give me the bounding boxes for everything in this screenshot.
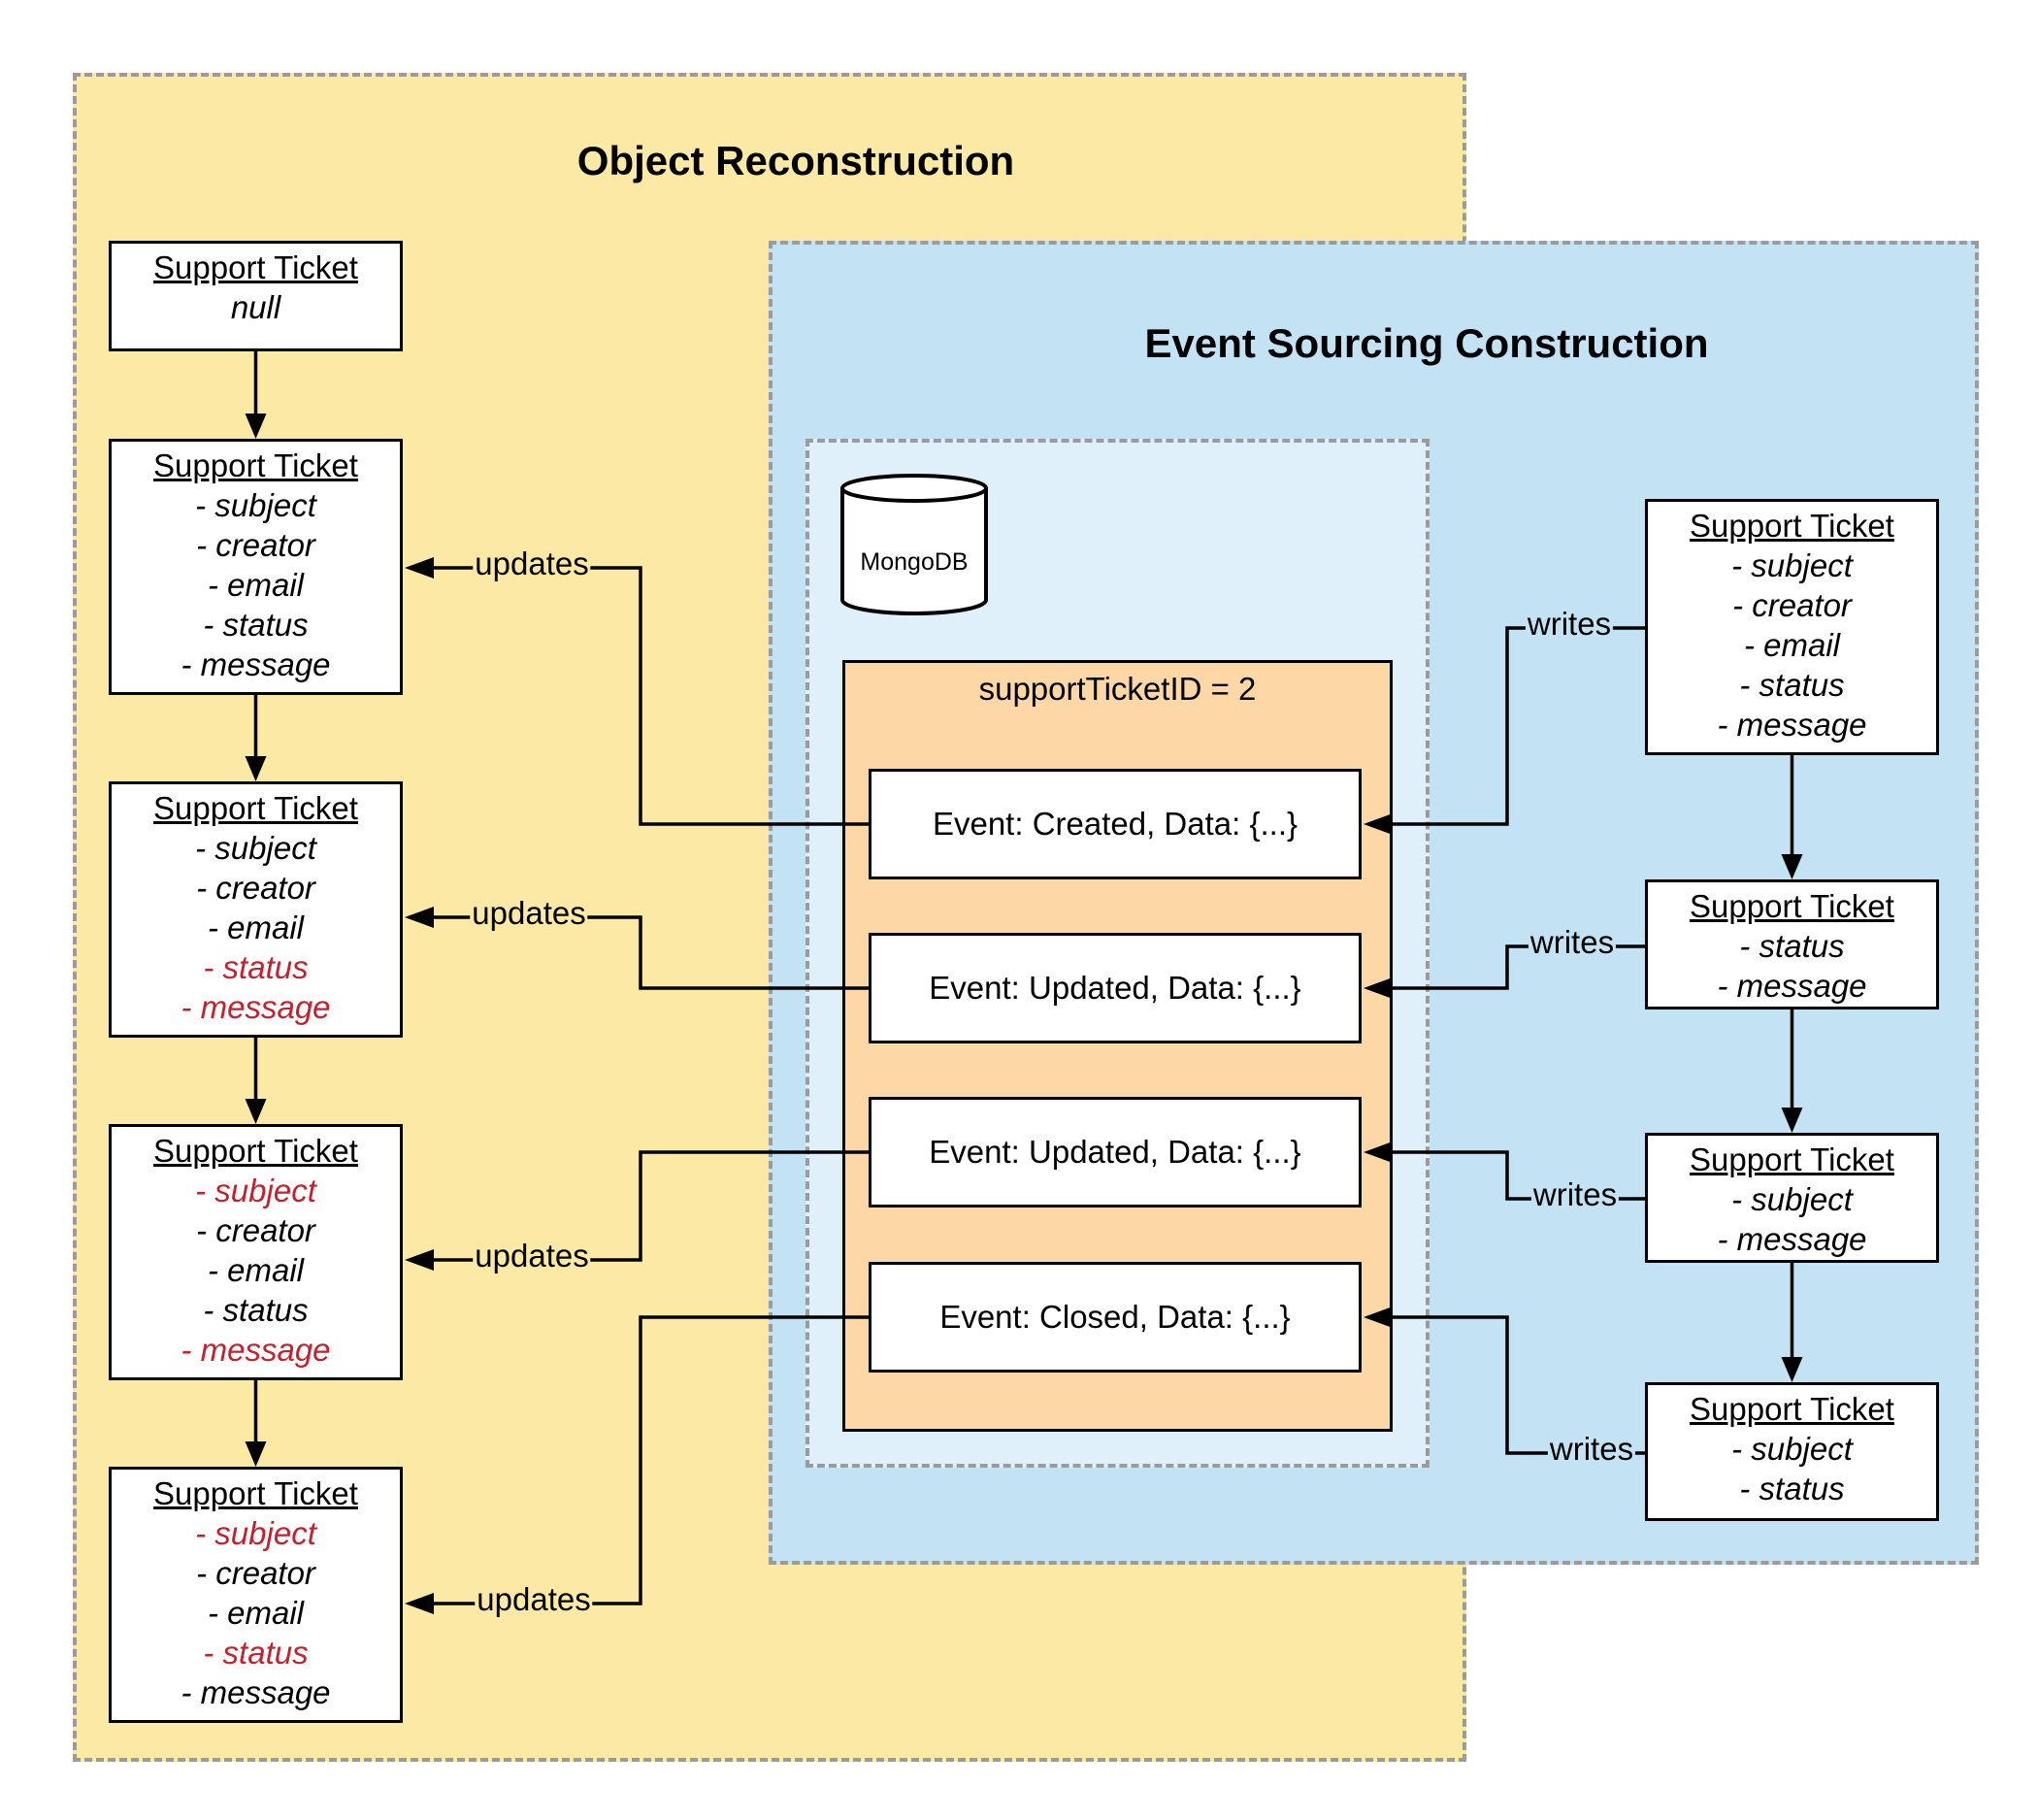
writes-arrowhead [1364,813,1393,835]
connector-label-text: writes [1530,1176,1620,1212]
ticket-field: - subject [195,487,316,523]
mongodb-label: MongoDB [860,548,969,576]
ticket-title: Support Ticket [1690,508,1894,544]
flow-arrowhead [1781,854,1803,879]
updates-connector [430,1315,869,1605]
connector-label-text: updates [470,895,588,931]
event-box: Event: Closed, Data: {...} [869,1262,1362,1373]
updates-connector [430,566,869,826]
right-ticket-box: Support Ticket - subject - status [1645,1382,1939,1521]
left-ticket-box: Support Ticket null [109,241,403,351]
ticket-field: - status [1739,1471,1845,1506]
ticket-field: - email [207,910,305,945]
connector-label-text: updates [473,1238,591,1274]
ticket-field: - subject [1731,1181,1853,1217]
left-ticket-box: Support Ticket - subject - creator - email -… [109,1467,403,1723]
event-box: Event: Updated, Data: {...} [869,1097,1362,1208]
ticket-field: - creator [196,870,315,906]
ticket-field: - status [203,1292,309,1328]
ticket-field: - status [203,607,309,643]
ticket-field: - email [1743,627,1841,663]
updates-arrowhead [405,907,434,928]
event-sourcing-title: Event Sourcing Construction [1144,320,1709,366]
event-box: Event: Created, Data: {...} [869,769,1362,879]
ticket-title: Support Ticket [1690,888,1894,924]
ticket-field: null [230,289,281,325]
writes-arrowhead [1364,977,1393,999]
updates-arrowhead [405,557,434,579]
ticket-field: - message [181,646,331,682]
connector-label: writes [1530,1176,1620,1213]
left-ticket-box: Support Ticket - subject - creator - email -… [109,439,403,695]
ticket-title: Support Ticket [153,249,358,285]
ticket-field-changed: - status [203,1635,309,1671]
left-ticket-box: Support Ticket - subject - creator - email -… [109,781,403,1038]
connector-label: updates [473,1238,591,1274]
right-ticket-box: Support Ticket - status - message [1645,879,1939,1009]
ticket-field: - message [181,1674,331,1710]
right-ticket-box: Support Ticket - subject - message [1645,1133,1939,1263]
collection-label: supportTicketID = 2 [978,671,1257,707]
ticket-field: - status [1739,667,1845,703]
connector-label-text: writes [1547,1431,1636,1467]
ticket-title: Support Ticket [153,447,358,483]
connector-label-text: writes [1528,924,1617,960]
ticket-field: - status [1739,928,1845,964]
flow-arrowhead [245,1441,267,1467]
left-ticket-box: Support Ticket - subject - creator - email -… [109,1124,403,1380]
flow-arrowhead [1781,1357,1803,1382]
database-cylinder-icon [840,474,988,615]
object-reconstruction-title: Object Reconstruction [576,138,1015,183]
connector-label: writes [1525,606,1614,643]
ticket-field: - message [1717,707,1867,743]
connector-label-text: updates [475,1581,593,1617]
writes-arrowhead [1364,1142,1393,1163]
connector-label-text: updates [473,546,591,581]
ticket-field: - subject [1731,1431,1853,1467]
ticket-title: Support Ticket [1690,1142,1894,1177]
flow-arrowhead [245,414,267,439]
ticket-title: Support Ticket [153,1475,358,1511]
connector-label: writes [1528,924,1617,961]
right-ticket-box: Support Ticket- subject - creator - email -… [1645,499,1939,755]
updates-arrowhead [405,1593,434,1614]
ticket-field-changed: - message [181,1332,331,1368]
flow-arrowhead [1781,1108,1803,1133]
ticket-field-changed: - status [203,949,309,985]
writes-connector [1389,626,1645,826]
ticket-title: Support Ticket [153,1133,358,1169]
connector-label: updates [470,895,588,932]
ticket-field: - message [1717,1221,1867,1257]
ticket-title: Support Ticket [1690,1391,1894,1427]
ticket-field-changed: - message [181,989,331,1025]
ticket-title: Support Ticket [153,790,358,826]
ticket-field: - creator [196,1212,315,1248]
connector-label: updates [473,546,591,582]
ticket-field: - email [207,567,305,603]
ticket-field: - creator [196,1555,315,1591]
connector-label-text: writes [1525,606,1614,642]
connector-label: writes [1547,1431,1636,1468]
event-box: Event: Updated, Data: {...} [869,933,1362,1043]
ticket-field: - email [207,1595,305,1631]
flow-arrowhead [245,1099,267,1124]
ticket-field: - subject [195,830,316,866]
ticket-field: - subject [1731,547,1853,583]
writes-arrowhead [1364,1307,1393,1328]
ticket-field: - creator [1732,587,1852,623]
ticket-field: - email [207,1252,305,1288]
ticket-field: - message [1717,968,1867,1004]
ticket-field-changed: - subject [195,1515,316,1551]
ticket-field: - creator [196,527,315,563]
ticket-field-changed: - subject [195,1173,316,1208]
connector-label: updates [475,1581,593,1618]
flow-arrowhead [245,756,267,781]
updates-arrowhead [405,1249,434,1271]
